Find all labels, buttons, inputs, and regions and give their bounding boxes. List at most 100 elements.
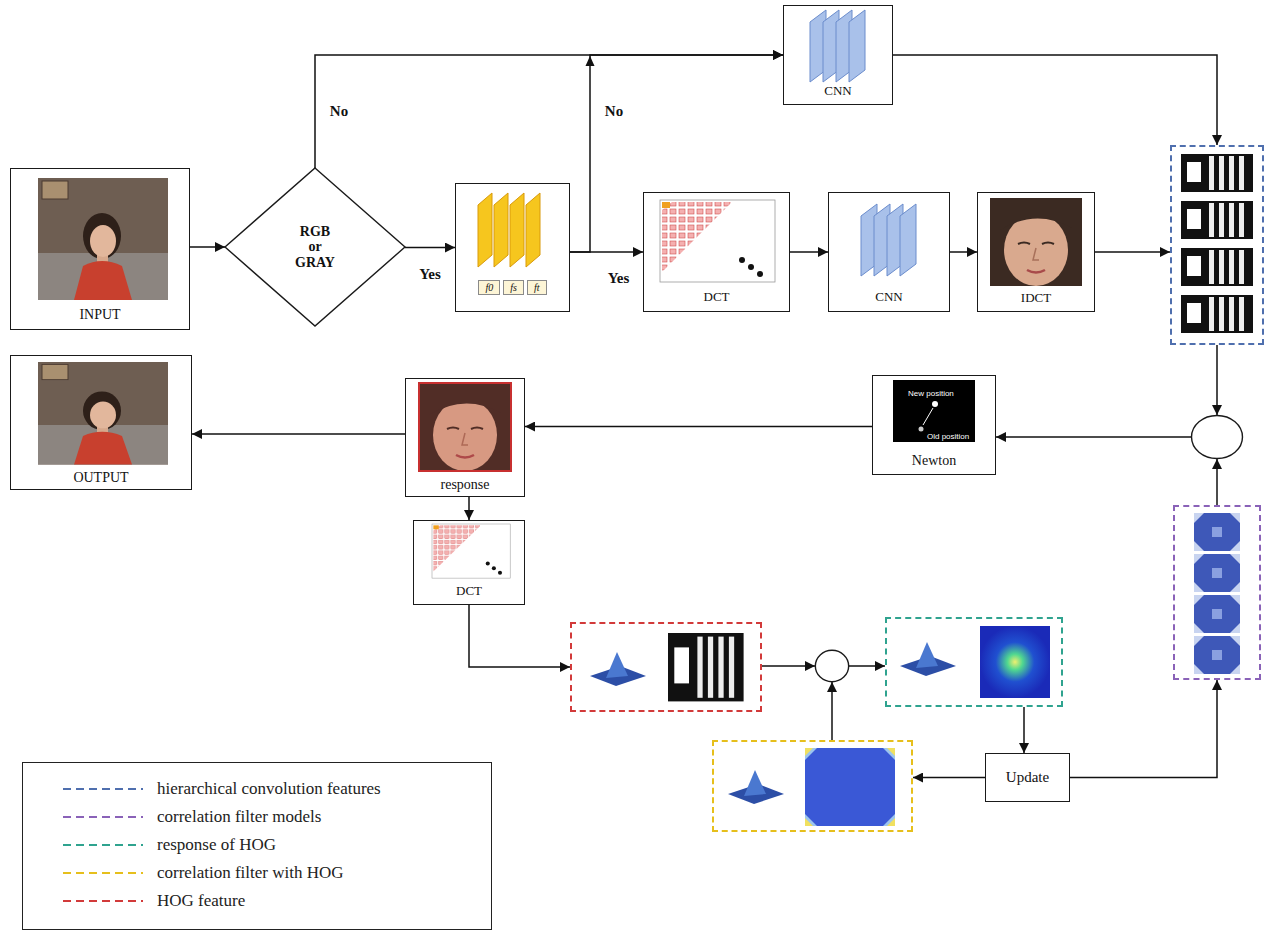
feature-symbol: f0 xyxy=(478,280,500,296)
image-annotation: New position xyxy=(908,389,954,398)
text-group: DCT xyxy=(456,584,482,599)
legend-box: hierarchical convolution features correla… xyxy=(22,762,492,930)
legend-line xyxy=(63,844,143,846)
filter-map xyxy=(1194,636,1240,674)
hog-map xyxy=(668,633,744,701)
cnn-layers xyxy=(810,10,865,82)
flow-arrow xyxy=(405,247,455,249)
legend-text: correlation filter with HOG xyxy=(157,863,343,883)
text-group: DCT xyxy=(704,290,730,305)
dct-matrix xyxy=(660,200,775,282)
legend-row: correlation filter models xyxy=(63,803,491,831)
legend-row: HOG feature xyxy=(63,887,491,915)
node-label: DCT xyxy=(456,584,482,599)
circle-outline xyxy=(1191,415,1243,459)
edge-label: No xyxy=(603,103,625,119)
output-photo xyxy=(38,362,168,464)
legend-text: response of HOG xyxy=(157,835,276,855)
flow-arrow xyxy=(468,497,470,520)
flow-arrow xyxy=(893,55,1217,145)
input-box: INPUT xyxy=(10,168,190,330)
flow-arrow xyxy=(192,433,405,435)
diamond-shape xyxy=(225,168,405,326)
junction-circle xyxy=(1191,415,1243,459)
flow-arrow xyxy=(469,605,570,667)
filter-model-group xyxy=(1173,505,1261,680)
legend-line xyxy=(63,900,143,902)
newton-image xyxy=(893,380,975,442)
flow-arrow xyxy=(790,251,828,253)
flow-arrow xyxy=(525,426,872,428)
legend-line xyxy=(63,872,143,874)
node-label: OUTPUT xyxy=(73,470,128,486)
node-label: Newton xyxy=(912,453,956,469)
text-group: OUTPUT xyxy=(73,470,128,486)
flow-arrow xyxy=(996,436,1191,438)
node-label: CNN xyxy=(875,290,902,305)
feature-symbol: fs xyxy=(503,280,524,296)
circle-outline xyxy=(815,650,849,682)
legend-row: response of HOG xyxy=(63,831,491,859)
flow-arrow xyxy=(1216,459,1218,505)
legend-line xyxy=(63,788,143,790)
dct-box: DCT xyxy=(413,520,525,605)
circle-shape xyxy=(815,650,848,681)
text-group: IDCT xyxy=(1021,291,1051,306)
text-group: RGB or GRAY xyxy=(293,224,337,270)
filter-map xyxy=(1194,554,1240,592)
feature-group xyxy=(1170,145,1264,345)
flow-arrow xyxy=(1095,251,1170,253)
flow-arrow xyxy=(570,55,783,252)
node-label: DCT xyxy=(704,290,730,305)
legend-row: correlation filter with HOG xyxy=(63,859,491,887)
feature-slices xyxy=(478,193,540,267)
edge-label: Yes xyxy=(417,266,443,282)
idct-box: IDCT xyxy=(977,192,1095,312)
text-group: Update xyxy=(1006,769,1049,786)
flow-arrow xyxy=(190,246,225,248)
flow-arrow xyxy=(831,682,833,740)
cnn-layers xyxy=(861,204,916,276)
label-anchor: No xyxy=(603,102,625,120)
input-photo xyxy=(38,178,168,300)
node-label: Update xyxy=(1006,769,1049,786)
flow-arrow xyxy=(849,665,885,667)
feature-map xyxy=(1181,201,1253,239)
label-anchor: No xyxy=(328,102,350,120)
feature-map xyxy=(1181,295,1253,333)
edge-label: No xyxy=(328,103,350,119)
filter-map xyxy=(1194,595,1240,633)
edge-label: Yes xyxy=(606,270,632,286)
update-box: Update xyxy=(985,753,1070,802)
hog-feature-group xyxy=(570,622,762,712)
response-map xyxy=(980,626,1050,698)
filter-map xyxy=(805,748,895,826)
node-label: CNN xyxy=(824,84,851,99)
flow-arrow xyxy=(762,665,815,667)
image-annotation: Old position xyxy=(927,432,969,441)
feature-map xyxy=(1181,248,1253,286)
decision-label: RGB or GRAY xyxy=(293,224,337,270)
flow-arrow xyxy=(1023,707,1025,753)
text-group: response xyxy=(441,477,490,493)
cnn-box: CNN xyxy=(828,192,950,312)
node-label: INPUT xyxy=(79,307,120,323)
hog-response-group xyxy=(885,617,1063,707)
text-group: CNN xyxy=(875,290,902,305)
circle-shape xyxy=(1192,415,1243,458)
legend-swatch xyxy=(63,812,143,822)
label-anchor: Yes xyxy=(606,269,632,287)
label-anchor: New position xyxy=(908,382,954,400)
node-label: response xyxy=(441,477,490,493)
legend-row: hierarchical convolution features xyxy=(63,775,491,803)
node-label: IDCT xyxy=(1021,291,1051,306)
feature-symbol: ft xyxy=(527,280,547,296)
cnn-box: CNN xyxy=(783,5,893,105)
flow-arrow xyxy=(950,251,977,253)
response-box: response xyxy=(405,378,525,497)
legend-text: hierarchical convolution features xyxy=(157,779,381,799)
label-anchor: Yes xyxy=(417,265,443,283)
decision-diamond: RGB or GRAY xyxy=(225,168,405,326)
feature-map xyxy=(1181,154,1253,192)
legend-text: HOG feature xyxy=(157,891,245,911)
